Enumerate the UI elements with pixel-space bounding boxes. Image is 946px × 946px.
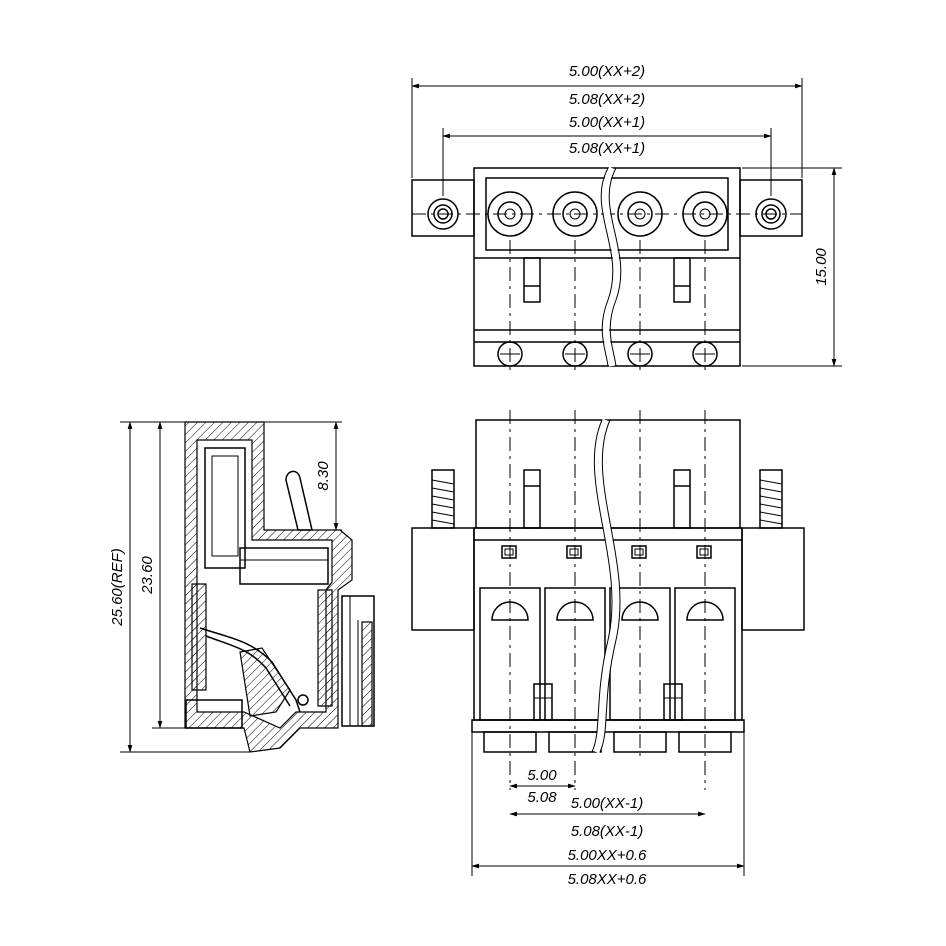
- dim-bottom-span-a: 5.00(XX-1): [571, 795, 644, 812]
- top-view: 5.00(XX+2) 5.08(XX+2) 5.00(XX+1) 5.08(XX…: [411, 63, 842, 372]
- dim-pitch-a: 5.00: [527, 767, 557, 784]
- side-view: 25.60(REF) 23.60 8.30: [109, 421, 375, 753]
- dim-top-outer-a: 5.00(XX+2): [569, 63, 645, 80]
- dim-bottom-total-a: 5.00XX+0.6: [568, 847, 647, 864]
- dim-top-inner-b: 5.08(XX+1): [569, 140, 645, 157]
- top-body: [473, 167, 741, 367]
- dim-top-height: 15.00: [813, 248, 830, 286]
- dim-bottom-total-b: 5.08XX+0.6: [568, 871, 647, 888]
- dim-bottom-span-b: 5.08(XX-1): [571, 823, 644, 840]
- dim-side-latch: 8.30: [315, 461, 332, 491]
- dim-top-inner-a: 5.00(XX+1): [569, 114, 645, 131]
- dim-side-body: 23.60: [139, 556, 156, 595]
- front-view: 5.00 5.08 5.00(XX-1) 5.08(XX-1) 5.00XX+0…: [411, 410, 805, 888]
- bottom-contact-icon: [483, 731, 732, 753]
- dim-pitch-b: 5.08: [527, 789, 557, 806]
- dim-top-outer-b: 5.08(XX+2): [569, 91, 645, 108]
- square-marker-icon: [501, 545, 712, 559]
- dim-side-total: 25.60(REF): [109, 548, 126, 627]
